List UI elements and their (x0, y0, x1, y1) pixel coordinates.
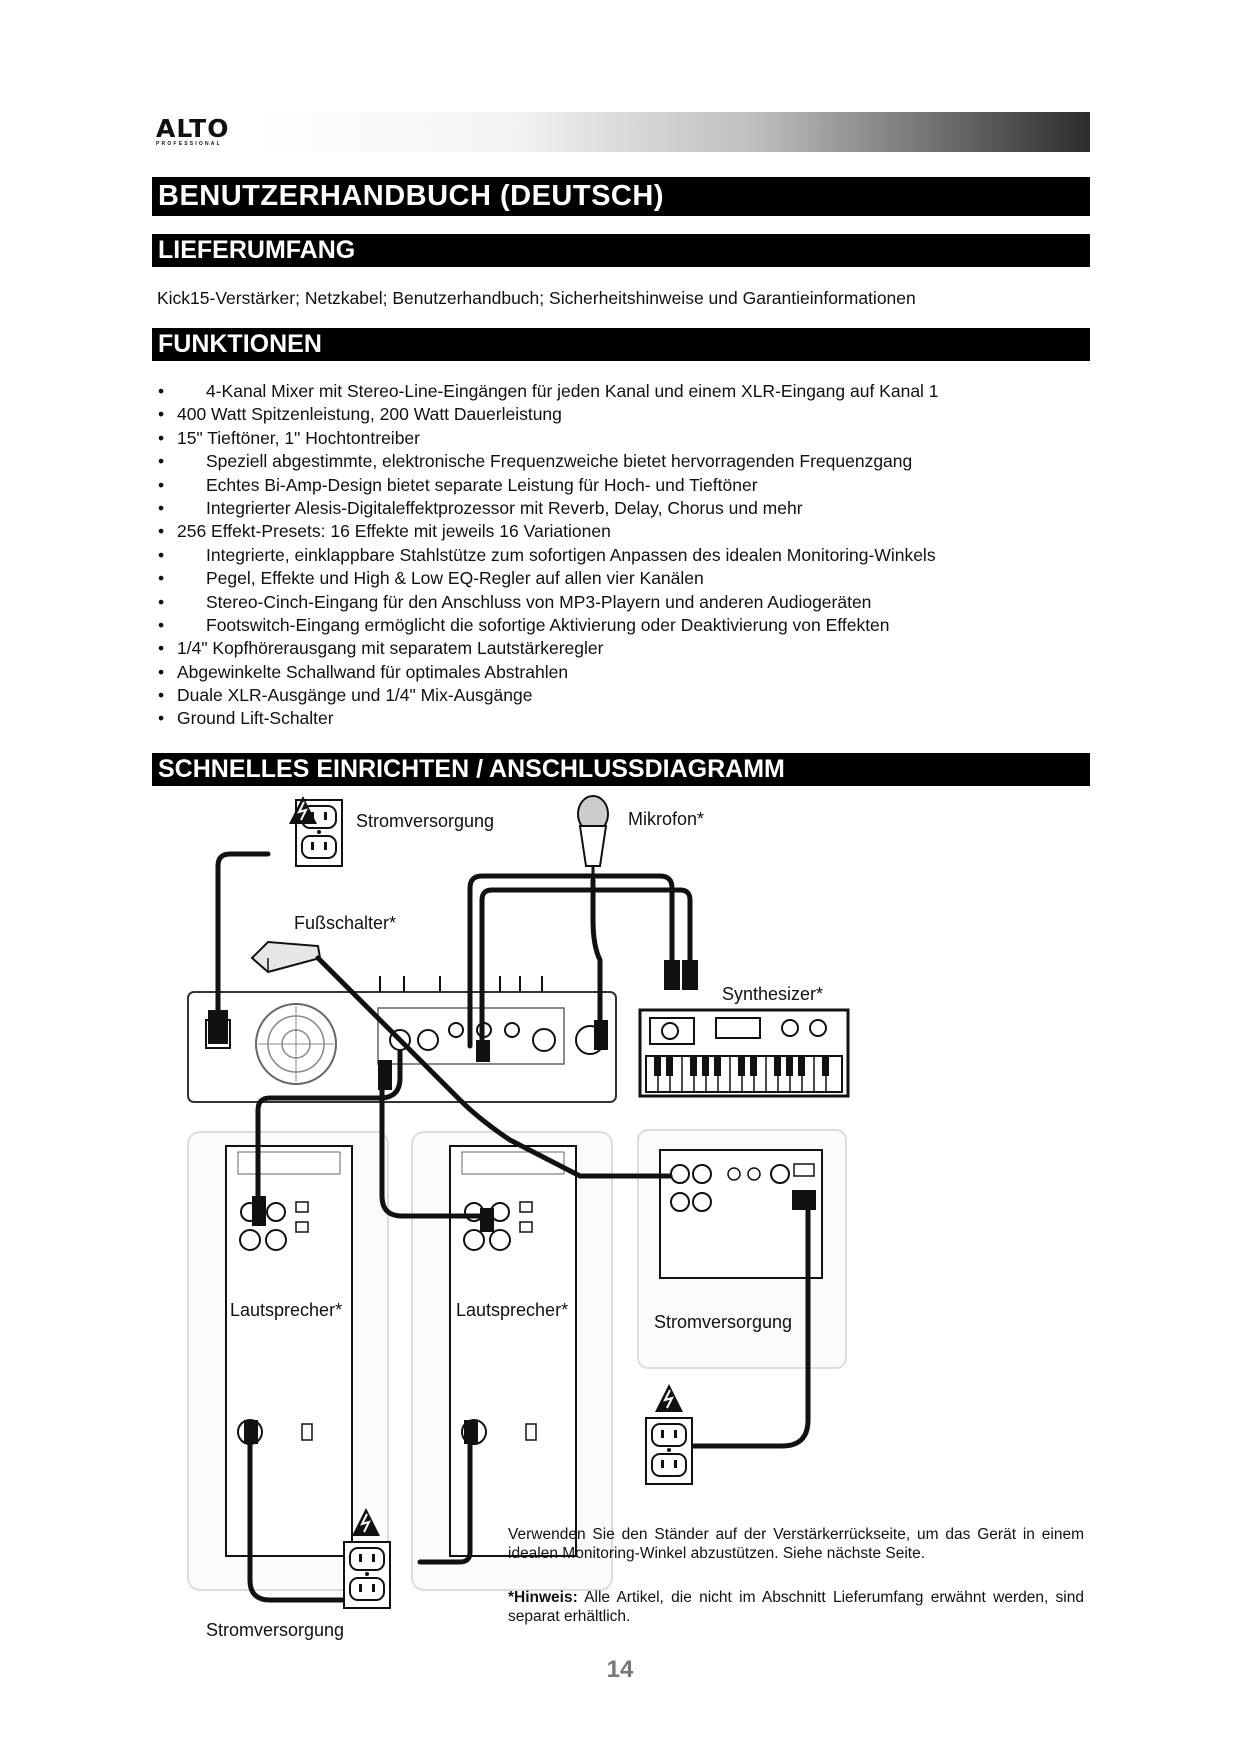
synthesizer-icon (638, 1008, 850, 1098)
connectors (208, 960, 698, 1444)
microphone-icon (577, 795, 609, 880)
cables (215, 851, 811, 1603)
list-item: •Speziell abgestimmte, elektronische Fre… (158, 451, 913, 472)
list-item: •Abgewinkelte Schallwand für optimales A… (158, 661, 569, 682)
list-item: •Stereo-Cinch-Eingang für den Anschluss … (158, 591, 872, 612)
hint-text: Alle Artikel, die nicht im Abschnitt Lie… (508, 1589, 1084, 1625)
footswitch-icon (250, 940, 322, 974)
label-footswitch: Fußschalter* (294, 913, 397, 933)
power-outlet-icon-sub (645, 1383, 693, 1485)
heading-contents: LIEFERUMFANG (152, 234, 1090, 267)
alto-logo: ALTO PROFESSIONAL (156, 114, 258, 149)
speaker-right (411, 1131, 613, 1591)
list-item: •Integrierter Alesis-Digitaleffektprozes… (158, 497, 803, 518)
page-number: 14 (606, 1656, 634, 1683)
list-item: •Footswitch-Eingang ermöglicht die sofor… (158, 614, 890, 635)
header-gradient-bar (258, 112, 1090, 152)
logo-text: ALTO (156, 114, 230, 143)
features-list: •4-Kanal Mixer mit Stereo-Line-Eingängen… (152, 380, 1092, 731)
list-item: •Duale XLR-Ausgänge und 1/4" Mix-Ausgäng… (158, 685, 533, 706)
contents-text: Kick15-Verstärker; Netzkabel; Benutzerha… (157, 288, 916, 308)
list-item: •1/4" Kopfhörerausgang mit separatem Lau… (158, 638, 604, 659)
label-speaker-right: Lautsprecher* (456, 1300, 569, 1320)
list-item: •256 Effekt-Presets: 16 Effekte mit jewe… (158, 521, 611, 542)
logo-subtext: PROFESSIONAL (156, 141, 222, 147)
heading-features: FUNKTIONEN (152, 328, 1090, 361)
heading-setup: SCHNELLES EINRICHTEN / ANSCHLUSSDIAGRAMM (152, 753, 1090, 786)
list-item: •400 Watt Spitzenleistung, 200 Watt Daue… (158, 404, 562, 425)
list-item: •4-Kanal Mixer mit Stereo-Line-Eingängen… (158, 381, 939, 401)
list-item: •Ground Lift-Schalter (158, 708, 334, 729)
speaker-left (187, 1131, 389, 1591)
list-item: •Integrierte, einklappbare Stahlstütze z… (158, 544, 936, 565)
label-microphone: Mikrofon* (628, 809, 705, 829)
list-item: •15" Tieftöner, 1" Hochtontreiber (158, 427, 420, 448)
power-outlet-icon-top (288, 795, 343, 867)
subwoofer-panel (637, 1129, 847, 1369)
label-power-sub: Stromversorgung (654, 1312, 793, 1332)
label-power-bottom: Stromversorgung (206, 1620, 345, 1640)
label-synthesizer: Synthesizer* (722, 984, 824, 1004)
page-title: BENUTZERHANDBUCH (DEUTSCH) (152, 177, 1090, 216)
list-item: •Echtes Bi-Amp-Design bietet separate Le… (158, 474, 758, 495)
hint-note: *Hinweis: Alle Artikel, die nicht im Abs… (508, 1588, 1084, 1626)
stand-note: Verwenden Sie den Ständer auf der Verstä… (508, 1526, 1084, 1562)
list-item: •Pegel, Effekte und High & Low EQ-Regler… (158, 568, 704, 589)
label-speaker-left: Lautsprecher* (230, 1300, 343, 1320)
hint-label: *Hinweis: (508, 1589, 578, 1606)
label-power-top: Stromversorgung (356, 811, 495, 831)
